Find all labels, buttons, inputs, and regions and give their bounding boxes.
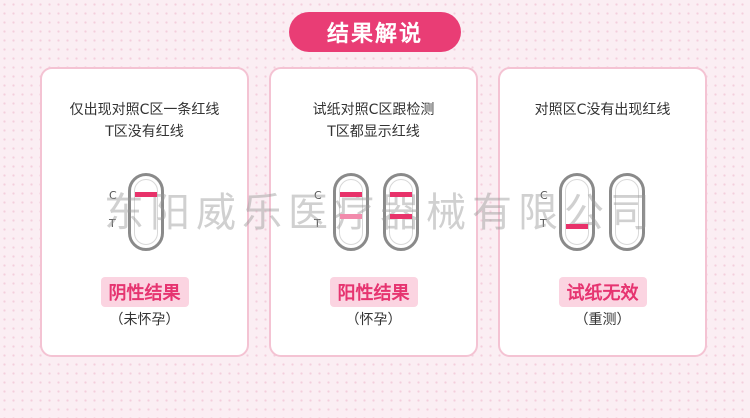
t-zone-label: T bbox=[109, 217, 116, 230]
test-strip bbox=[128, 173, 164, 251]
card-description: 试纸对照C区跟检测 T区都显示红线 bbox=[271, 99, 476, 143]
control-line bbox=[135, 192, 157, 197]
card-description: 对照区C没有出现红线 bbox=[500, 99, 705, 121]
card-description: 仅出现对照C区一条红线 T区没有红线 bbox=[42, 99, 247, 143]
test-line bbox=[566, 224, 588, 229]
c-zone-label: C bbox=[314, 189, 322, 202]
test-strip bbox=[333, 173, 369, 251]
result-note: （未怀孕） bbox=[109, 312, 180, 328]
description-line-2: T区没有红线 bbox=[105, 124, 184, 140]
test-strip-illustration: C T bbox=[271, 173, 476, 259]
description-line-1: 对照区C没有出现红线 bbox=[534, 102, 671, 118]
control-line bbox=[340, 192, 362, 197]
control-line bbox=[390, 192, 412, 197]
test-strip bbox=[383, 173, 419, 251]
t-zone-label: T bbox=[540, 217, 547, 230]
test-strip-illustration: C T bbox=[500, 173, 705, 259]
description-line-1: 仅出现对照C区一条红线 bbox=[69, 102, 220, 118]
test-line bbox=[340, 214, 362, 219]
result-badge: 试纸无效 bbox=[558, 277, 647, 307]
test-line bbox=[390, 214, 412, 219]
result-badge: 阴性结果 bbox=[100, 277, 189, 307]
result-card-invalid: 对照区C没有出现红线 C T 试纸无效 （重测） bbox=[498, 67, 707, 357]
result-note: （重测） bbox=[574, 312, 631, 328]
result-note: （怀孕） bbox=[345, 312, 402, 328]
t-zone-label: T bbox=[314, 217, 321, 230]
c-zone-label: C bbox=[540, 189, 548, 202]
result-card-negative: 仅出现对照C区一条红线 T区没有红线 C T 阴性结果 （未怀孕） bbox=[40, 67, 249, 357]
test-strip bbox=[559, 173, 595, 251]
test-strip bbox=[609, 173, 645, 251]
result-card-positive: 试纸对照C区跟检测 T区都显示红线 C T 阳性结果 （怀孕） bbox=[269, 67, 478, 357]
description-line-2: T区都显示红线 bbox=[327, 124, 420, 140]
section-title: 结果解说 bbox=[289, 12, 461, 52]
test-strip-illustration: C T bbox=[42, 173, 247, 259]
description-line-1: 试纸对照C区跟检测 bbox=[312, 102, 435, 118]
c-zone-label: C bbox=[109, 189, 117, 202]
result-badge: 阳性结果 bbox=[329, 277, 418, 307]
